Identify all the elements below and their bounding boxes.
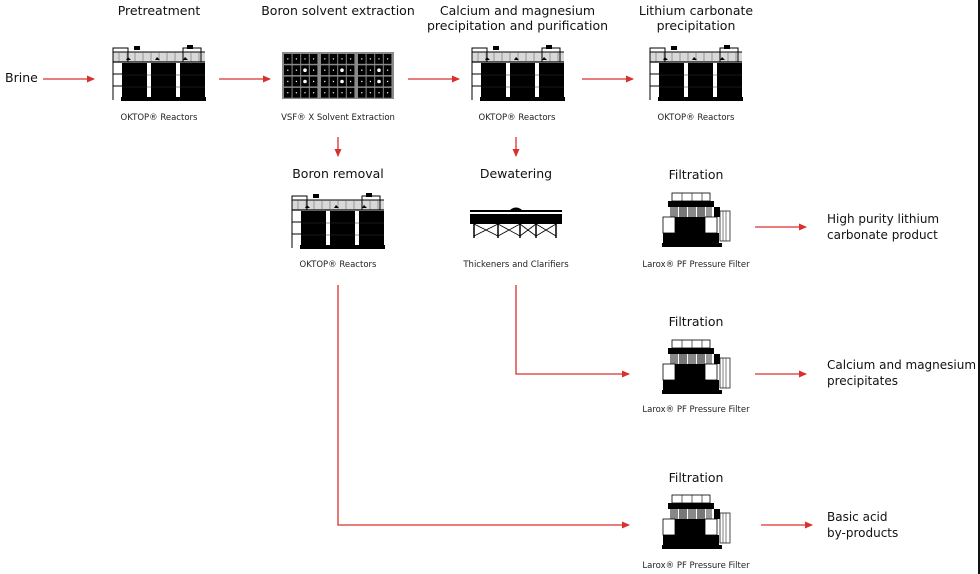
stage-title-boron-removal: Boron removal (292, 166, 384, 181)
equipment-caption: OKTOP® Reactors (299, 260, 377, 270)
product-line: carbonate product (827, 228, 938, 242)
reactor-icon (649, 44, 744, 102)
input-brine-label: Brine (5, 70, 38, 85)
stage-title-pretreatment: Pretreatment (117, 3, 201, 18)
pressure-filter-icon (661, 339, 731, 395)
product-line: by-products (827, 526, 899, 540)
stage-title-ca-mg-precipitation: Calcium and magnesium precipitation and … (425, 3, 610, 33)
equipment-caption: Larox® PF Pressure Filter (642, 561, 750, 571)
stage-title-lithium-carbonate: Lithium carbonate precipitation (626, 3, 766, 33)
reactor-icon (112, 44, 207, 102)
equipment-caption: Larox® PF Pressure Filter (642, 405, 750, 415)
product-line: Calcium and magnesium (827, 358, 977, 372)
product-ca-mg-precipitates: Calcium and magnesium precipitates (827, 357, 976, 389)
equipment-caption: OKTOP® Reactors (657, 113, 735, 123)
title-line: Calcium and magnesium (439, 3, 596, 18)
equipment-caption: Thickeners and Clarifiers (463, 260, 569, 270)
equipment-caption: Larox® PF Pressure Filter (642, 260, 750, 270)
reactor-icon (291, 192, 386, 250)
equipment-caption: OKTOP® Reactors (120, 113, 198, 123)
title-line: precipitation and purification (426, 18, 609, 33)
stage-title-filtration-2: Filtration (668, 314, 724, 329)
product-line: precipitates (827, 374, 898, 388)
product-lithium-carbonate: High purity lithium carbonate product (827, 211, 939, 243)
pressure-filter-icon (661, 494, 731, 550)
product-line: High purity lithium (827, 212, 940, 226)
title-line: Lithium carbonate (638, 3, 754, 18)
pressure-filter-icon (661, 192, 731, 248)
equipment-caption: OKTOP® Reactors (478, 113, 556, 123)
reactor-icon (471, 44, 566, 102)
product-basic-acid-byproducts: Basic acid by-products (827, 509, 898, 541)
title-line: precipitation (656, 18, 736, 33)
arrow-boron-removal-to-filtration3 (337, 285, 630, 529)
stage-title-boron-solvent-extraction: Boron solvent extraction (261, 3, 415, 18)
equipment-caption: VSF® X Solvent Extraction (281, 113, 395, 123)
thickener-icon (469, 206, 563, 239)
frame-edge (978, 0, 980, 574)
solvent-extraction-icon (282, 52, 394, 99)
product-line: Basic acid (827, 510, 888, 524)
stage-title-filtration-3: Filtration (668, 470, 724, 485)
stage-title-filtration-1: Filtration (668, 167, 724, 182)
stage-title-dewatering: Dewatering (479, 166, 553, 181)
arrow-dewatering-to-filtration2 (515, 285, 630, 378)
